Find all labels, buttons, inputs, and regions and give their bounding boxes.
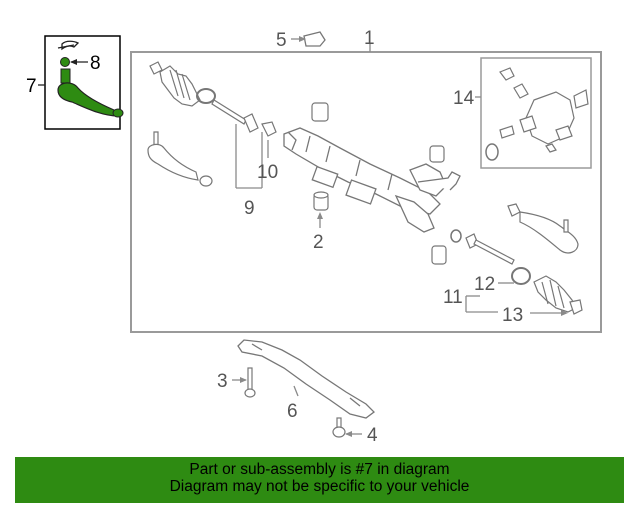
- boot-clamp-ring-left: [196, 88, 216, 104]
- callout-4: 4: [367, 425, 378, 446]
- steering-gear-assembly-frame: [130, 51, 602, 333]
- crossmember: [237, 339, 375, 419]
- boot-clamp-ring-right: [511, 267, 531, 285]
- inner-tie-rod-right: [465, 233, 515, 265]
- rack-bushing: [313, 191, 329, 211]
- valve-assembly: [499, 67, 589, 153]
- callout-arrow-5: [299, 36, 306, 42]
- tie-rod-end-right: [507, 203, 579, 254]
- callout-1: 1: [364, 28, 375, 49]
- callout-10: 10: [257, 162, 278, 183]
- callout-9: 9: [244, 198, 255, 219]
- callout-7: 7: [26, 76, 37, 97]
- mounting-bolt-3: [244, 367, 256, 398]
- jam-nut: [261, 121, 277, 137]
- o-ring-valve: [485, 143, 499, 161]
- callout-line-6: [293, 385, 299, 397]
- tie-rod-end-left: [147, 131, 213, 187]
- mounting-bolt-4: [332, 417, 346, 438]
- callout-arrow-4: [345, 431, 352, 437]
- bushing-top: [311, 102, 329, 122]
- callout-5: 5: [276, 30, 287, 51]
- mounting-nut: [303, 31, 326, 47]
- inner-tie-rod-left: [211, 99, 259, 133]
- banner-line-2: Diagram may not be specific to your vehi…: [169, 478, 470, 495]
- callout-13: 13: [502, 305, 523, 326]
- callout-11: 11: [443, 287, 463, 308]
- boot-right: [533, 275, 583, 315]
- bushing-lower: [431, 245, 447, 265]
- rack-housing: [283, 127, 461, 233]
- part-14-inset-frame: [480, 57, 592, 169]
- banner-line-1: Part or sub-assembly is #7 in diagram: [189, 461, 450, 478]
- callout-2: 2: [313, 232, 324, 253]
- callout-arrow-3: [240, 377, 247, 383]
- tie-rod-end-outer-highlighted[interactable]: [57, 40, 124, 118]
- callout-3: 3: [217, 371, 228, 392]
- callout-6: 6: [287, 401, 298, 422]
- callout-arrow-2: [317, 212, 323, 219]
- callout-8: 8: [90, 53, 101, 74]
- boot-left: [149, 61, 201, 107]
- parts-diagram: 1 2 3 4 5 6 7 8 9 10 11 12 13 14: [26, 28, 602, 446]
- o-ring-right: [450, 229, 462, 243]
- part-info-banner: Part or sub-assembly is #7 in diagram Di…: [15, 457, 624, 503]
- callout-arrow-8: [70, 59, 77, 65]
- callout-12: 12: [474, 274, 495, 295]
- callout-arrow-13: [561, 310, 568, 316]
- callout-14: 14: [453, 88, 475, 109]
- bushing-mid: [429, 145, 445, 163]
